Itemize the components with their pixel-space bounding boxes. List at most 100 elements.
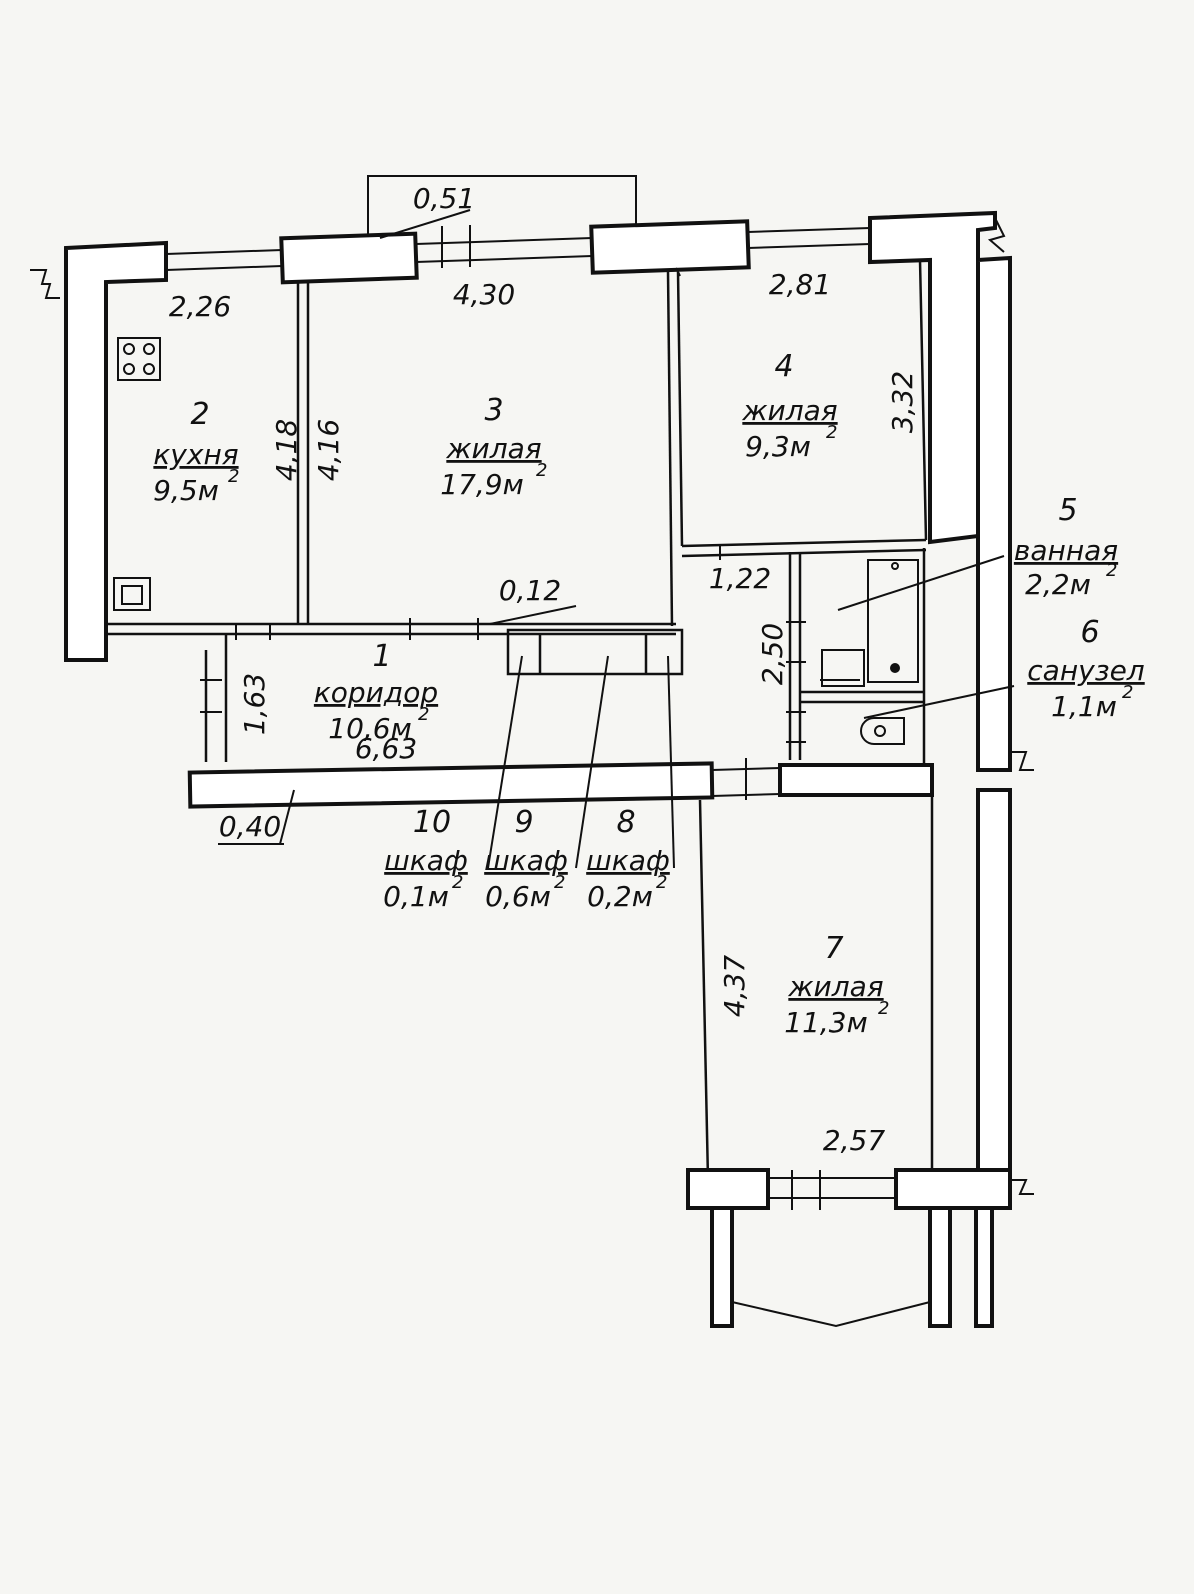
dimension-label: 2,26 [169, 290, 231, 323]
area-unit-sup: 2 [536, 460, 547, 481]
dimension-label: 4,18 [270, 419, 303, 481]
window-line [415, 237, 593, 245]
area-unit-sup: 2 [656, 872, 667, 893]
room-area: 11,3м [784, 1006, 867, 1039]
dimension-label: 0,40 [219, 810, 281, 843]
balcony-wall-left [710, 1206, 734, 1328]
dimension-label: 4,30 [453, 278, 515, 311]
room-labels: 2 кухня 9,5м 2 3 жилая 17,9м 2 4 жилая 9… [153, 349, 1145, 1039]
washbasin-icon [821, 649, 865, 687]
bathtub-icon [867, 559, 919, 683]
dimension-label: 2,57 [823, 1124, 886, 1157]
pier-wall-1 [279, 231, 419, 285]
leader-line [379, 209, 471, 239]
window-line [747, 243, 871, 249]
dimension-label: 0,51 [413, 182, 475, 215]
stove-burner-icon [123, 363, 135, 375]
partition [681, 548, 927, 558]
room-area: 0,1м [383, 880, 449, 913]
stove-burner-icon [143, 363, 155, 375]
room-number: 1 [372, 639, 391, 674]
drain-icon [891, 562, 899, 570]
dimension-label: 2,81 [769, 268, 831, 301]
room-number: 9 [514, 805, 533, 840]
leader-line [863, 685, 1015, 719]
tap-icon [890, 663, 900, 673]
top-left-corner-wall [64, 240, 168, 662]
room-name: санузел [1027, 654, 1145, 687]
room-number: 10 [413, 805, 451, 840]
break-mark [1010, 1179, 1034, 1195]
room-name: шкаф [586, 844, 670, 877]
partition [918, 259, 928, 541]
area-unit-sup: 2 [452, 872, 463, 893]
dimension-label: 6,63 [355, 732, 417, 765]
toilet-icon [860, 717, 905, 745]
room-area: 10,6м [328, 712, 411, 745]
leader-line [487, 655, 523, 869]
dimension-label: 4,37 [718, 955, 751, 1018]
room-name: коридор [314, 676, 438, 709]
room-area: 9,5м [153, 474, 219, 507]
leader-line [279, 789, 295, 845]
window-line [165, 249, 283, 255]
room-number: 4 [774, 349, 793, 384]
area-unit-sup: 2 [554, 872, 565, 893]
leader-line [837, 555, 1005, 611]
room-number: 6 [1080, 615, 1099, 650]
bottom-wall-right [894, 1168, 1012, 1210]
leader-line [489, 605, 577, 625]
room-number: 7 [824, 931, 843, 966]
sink-icon [113, 577, 151, 611]
room-number: 5 [1058, 493, 1077, 528]
dimension-label: 0,12 [499, 574, 561, 607]
dimension-label: 2,50 [756, 623, 789, 685]
break-mark [30, 269, 60, 299]
area-unit-sup: 2 [1106, 560, 1117, 581]
area-unit-sup: 2 [418, 704, 429, 725]
partition [666, 271, 674, 627]
room-number: 2 [190, 397, 209, 432]
room-area: 9,3м [745, 430, 811, 463]
area-unit-sup: 2 [1122, 682, 1133, 703]
window-line [747, 227, 871, 233]
room-number: 8 [616, 805, 635, 840]
leader-line [667, 655, 675, 869]
balcony-edge [731, 1301, 931, 1328]
room7-left-wall [698, 799, 710, 1181]
toilet-seat-icon [874, 725, 886, 737]
stove-burner-icon [123, 343, 135, 355]
dimension-label: 3,32 [886, 371, 919, 433]
fixtures [113, 337, 919, 745]
corridor-wall-right [778, 763, 934, 797]
corridor-wall [187, 761, 715, 809]
stove-burner-icon [143, 343, 155, 355]
dimension-label: 1,22 [709, 562, 771, 595]
area-unit-sup: 2 [826, 422, 837, 443]
pier-wall-2 [589, 219, 751, 275]
break-mark [1010, 751, 1034, 771]
leader-line [575, 655, 609, 869]
room-area: 0,6м [485, 880, 551, 913]
closets-block [506, 628, 684, 676]
room-name: шкаф [484, 844, 568, 877]
room-name: жилая [741, 394, 837, 427]
partition [681, 538, 927, 548]
right-lower-wall [976, 788, 1012, 1202]
leader-line [675, 267, 681, 277]
balcony-wall-right [928, 1206, 952, 1328]
room-number: 3 [484, 393, 503, 428]
area-unit-sup: 2 [228, 466, 239, 487]
right-exterior-wall [976, 255, 1012, 772]
walls [30, 175, 1034, 1328]
room-name: жилая [787, 970, 883, 1003]
dimension-label: 1,63 [238, 673, 271, 735]
bottom-wall-left [686, 1168, 770, 1210]
partitions [106, 259, 928, 766]
room-name: шкаф [384, 844, 468, 877]
stove-icon [117, 337, 161, 381]
leaders [218, 209, 1015, 869]
room-area: 17,9м [440, 468, 523, 501]
room-name: жилая [445, 432, 541, 465]
